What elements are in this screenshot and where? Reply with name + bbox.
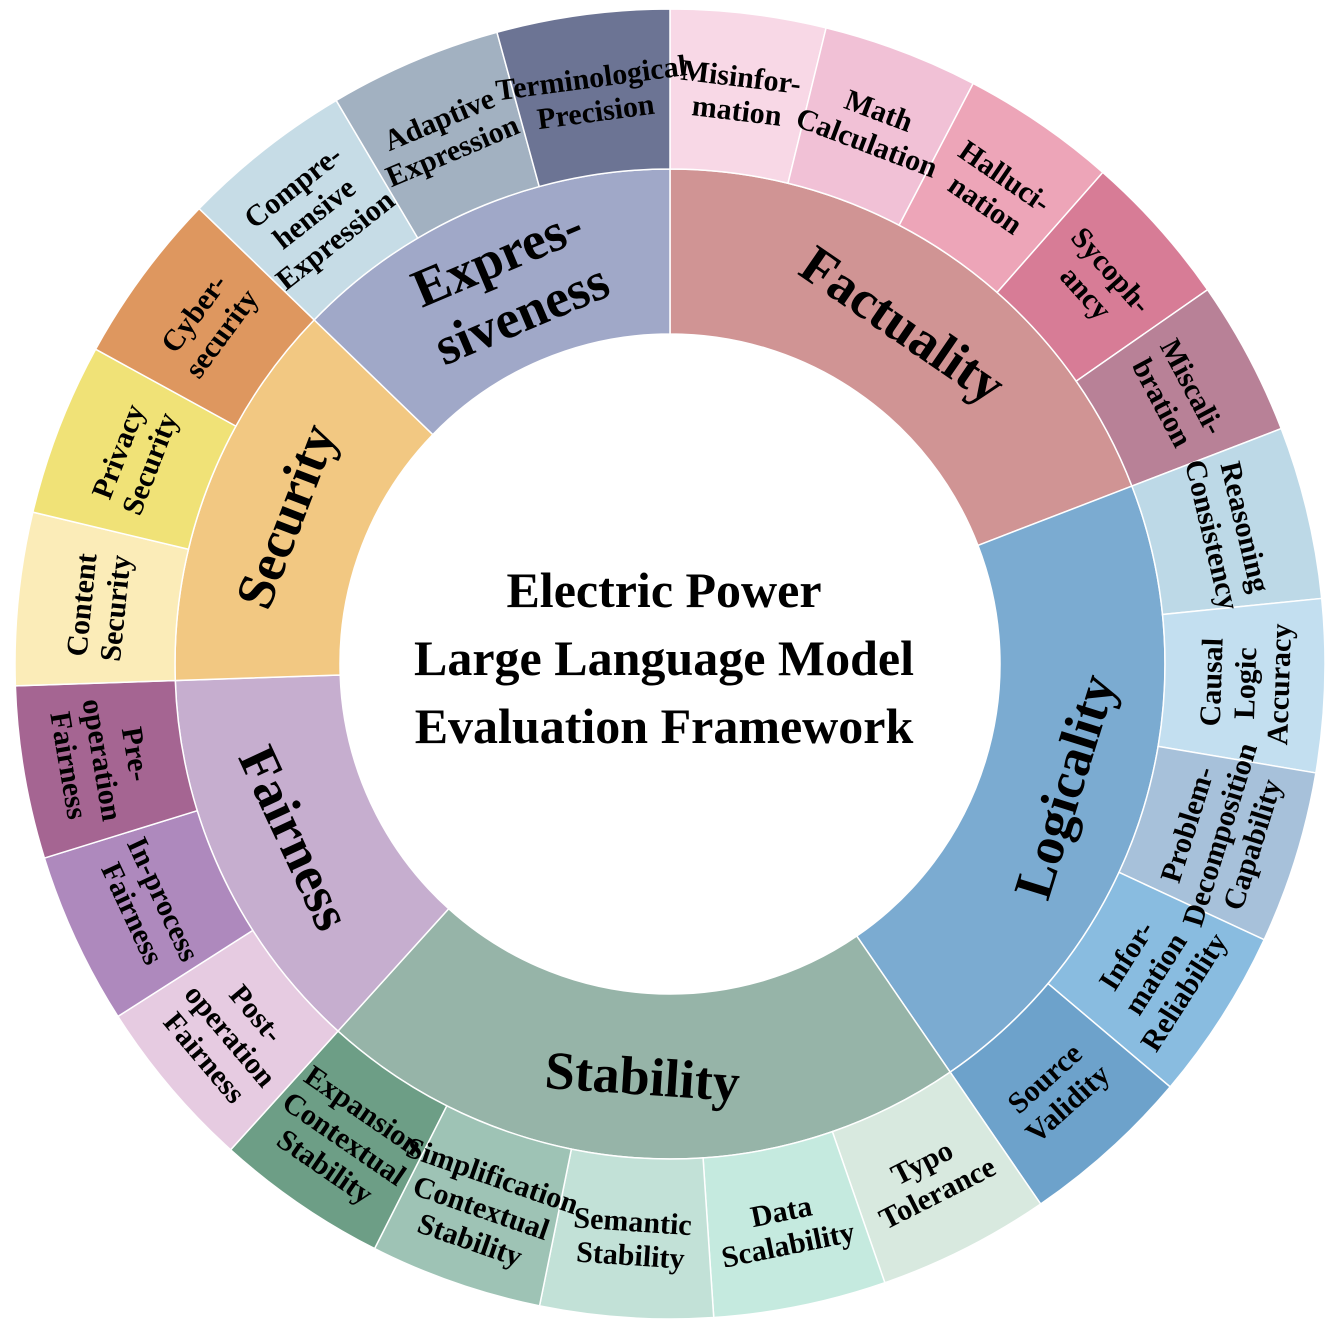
center-title-line-3: Evaluation Framework	[414, 698, 914, 754]
subcategory-label-causal-logic-accuracy-line: Accuracy	[1261, 623, 1298, 746]
category-label-stability: Stability	[543, 1040, 742, 1113]
center-title-line-1: Electric Power	[506, 562, 822, 618]
subcategory-label-semantic-stability: SemanticStability	[570, 1201, 693, 1276]
subcategory-label-causal-logic-accuracy-line: Logic	[1228, 647, 1263, 720]
subcategory-label-semantic-stability-line: Semantic	[573, 1201, 693, 1242]
subcategory-label-causal-logic-accuracy: CausalLogicAccuracy	[1193, 621, 1298, 746]
center-title-line-2: Large Language Model	[414, 630, 914, 686]
subcategory-label-semantic-stability-line: Stability	[575, 1236, 685, 1276]
outer-ring	[14, 8, 1326, 1320]
subcategory-label-pre-operation-fairness: Pre-operationFairness	[42, 691, 162, 830]
subcategory-segment-terminological-precision	[496, 8, 671, 188]
subcategory-label-causal-logic-accuracy-line: Causal	[1194, 637, 1230, 726]
center-title: Electric Power Large Language Model Eval…	[364, 556, 964, 760]
subcategory-label-content-security: ContentSecurity	[60, 550, 137, 663]
subcategory-label-misinfor-mation: Misinfor-mation	[675, 54, 803, 135]
category-label-stability-line: Stability	[543, 1040, 742, 1113]
